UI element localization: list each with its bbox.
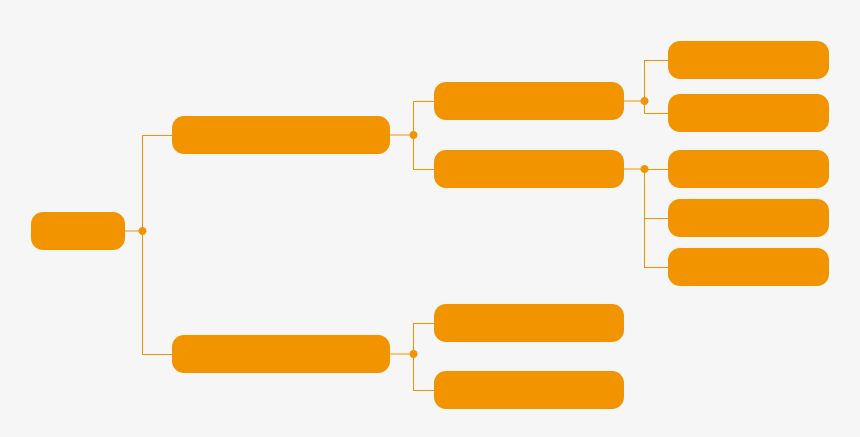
- leaf-node-b1b2: [668, 199, 829, 237]
- leaf-node-b1a2: [668, 94, 829, 132]
- root-node-root: [31, 212, 125, 250]
- junction-dot: [138, 227, 147, 235]
- junction-dot: [640, 165, 649, 173]
- sub-branch-node-b1a: [434, 82, 624, 120]
- sub-branch-node-b1b: [434, 150, 624, 188]
- leaf-node-b1a1: [668, 41, 829, 79]
- leaf-node-b1b1: [668, 150, 829, 188]
- junction-dot: [409, 350, 418, 358]
- branch-node-b2: [172, 335, 390, 373]
- branch-node-b1: [172, 116, 390, 154]
- junction-dot: [409, 131, 418, 139]
- sub-branch-node-b2b: [434, 371, 624, 409]
- sub-branch-node-b2a: [434, 304, 624, 342]
- junction-dot: [640, 97, 649, 105]
- leaf-node-b1b3: [668, 248, 829, 286]
